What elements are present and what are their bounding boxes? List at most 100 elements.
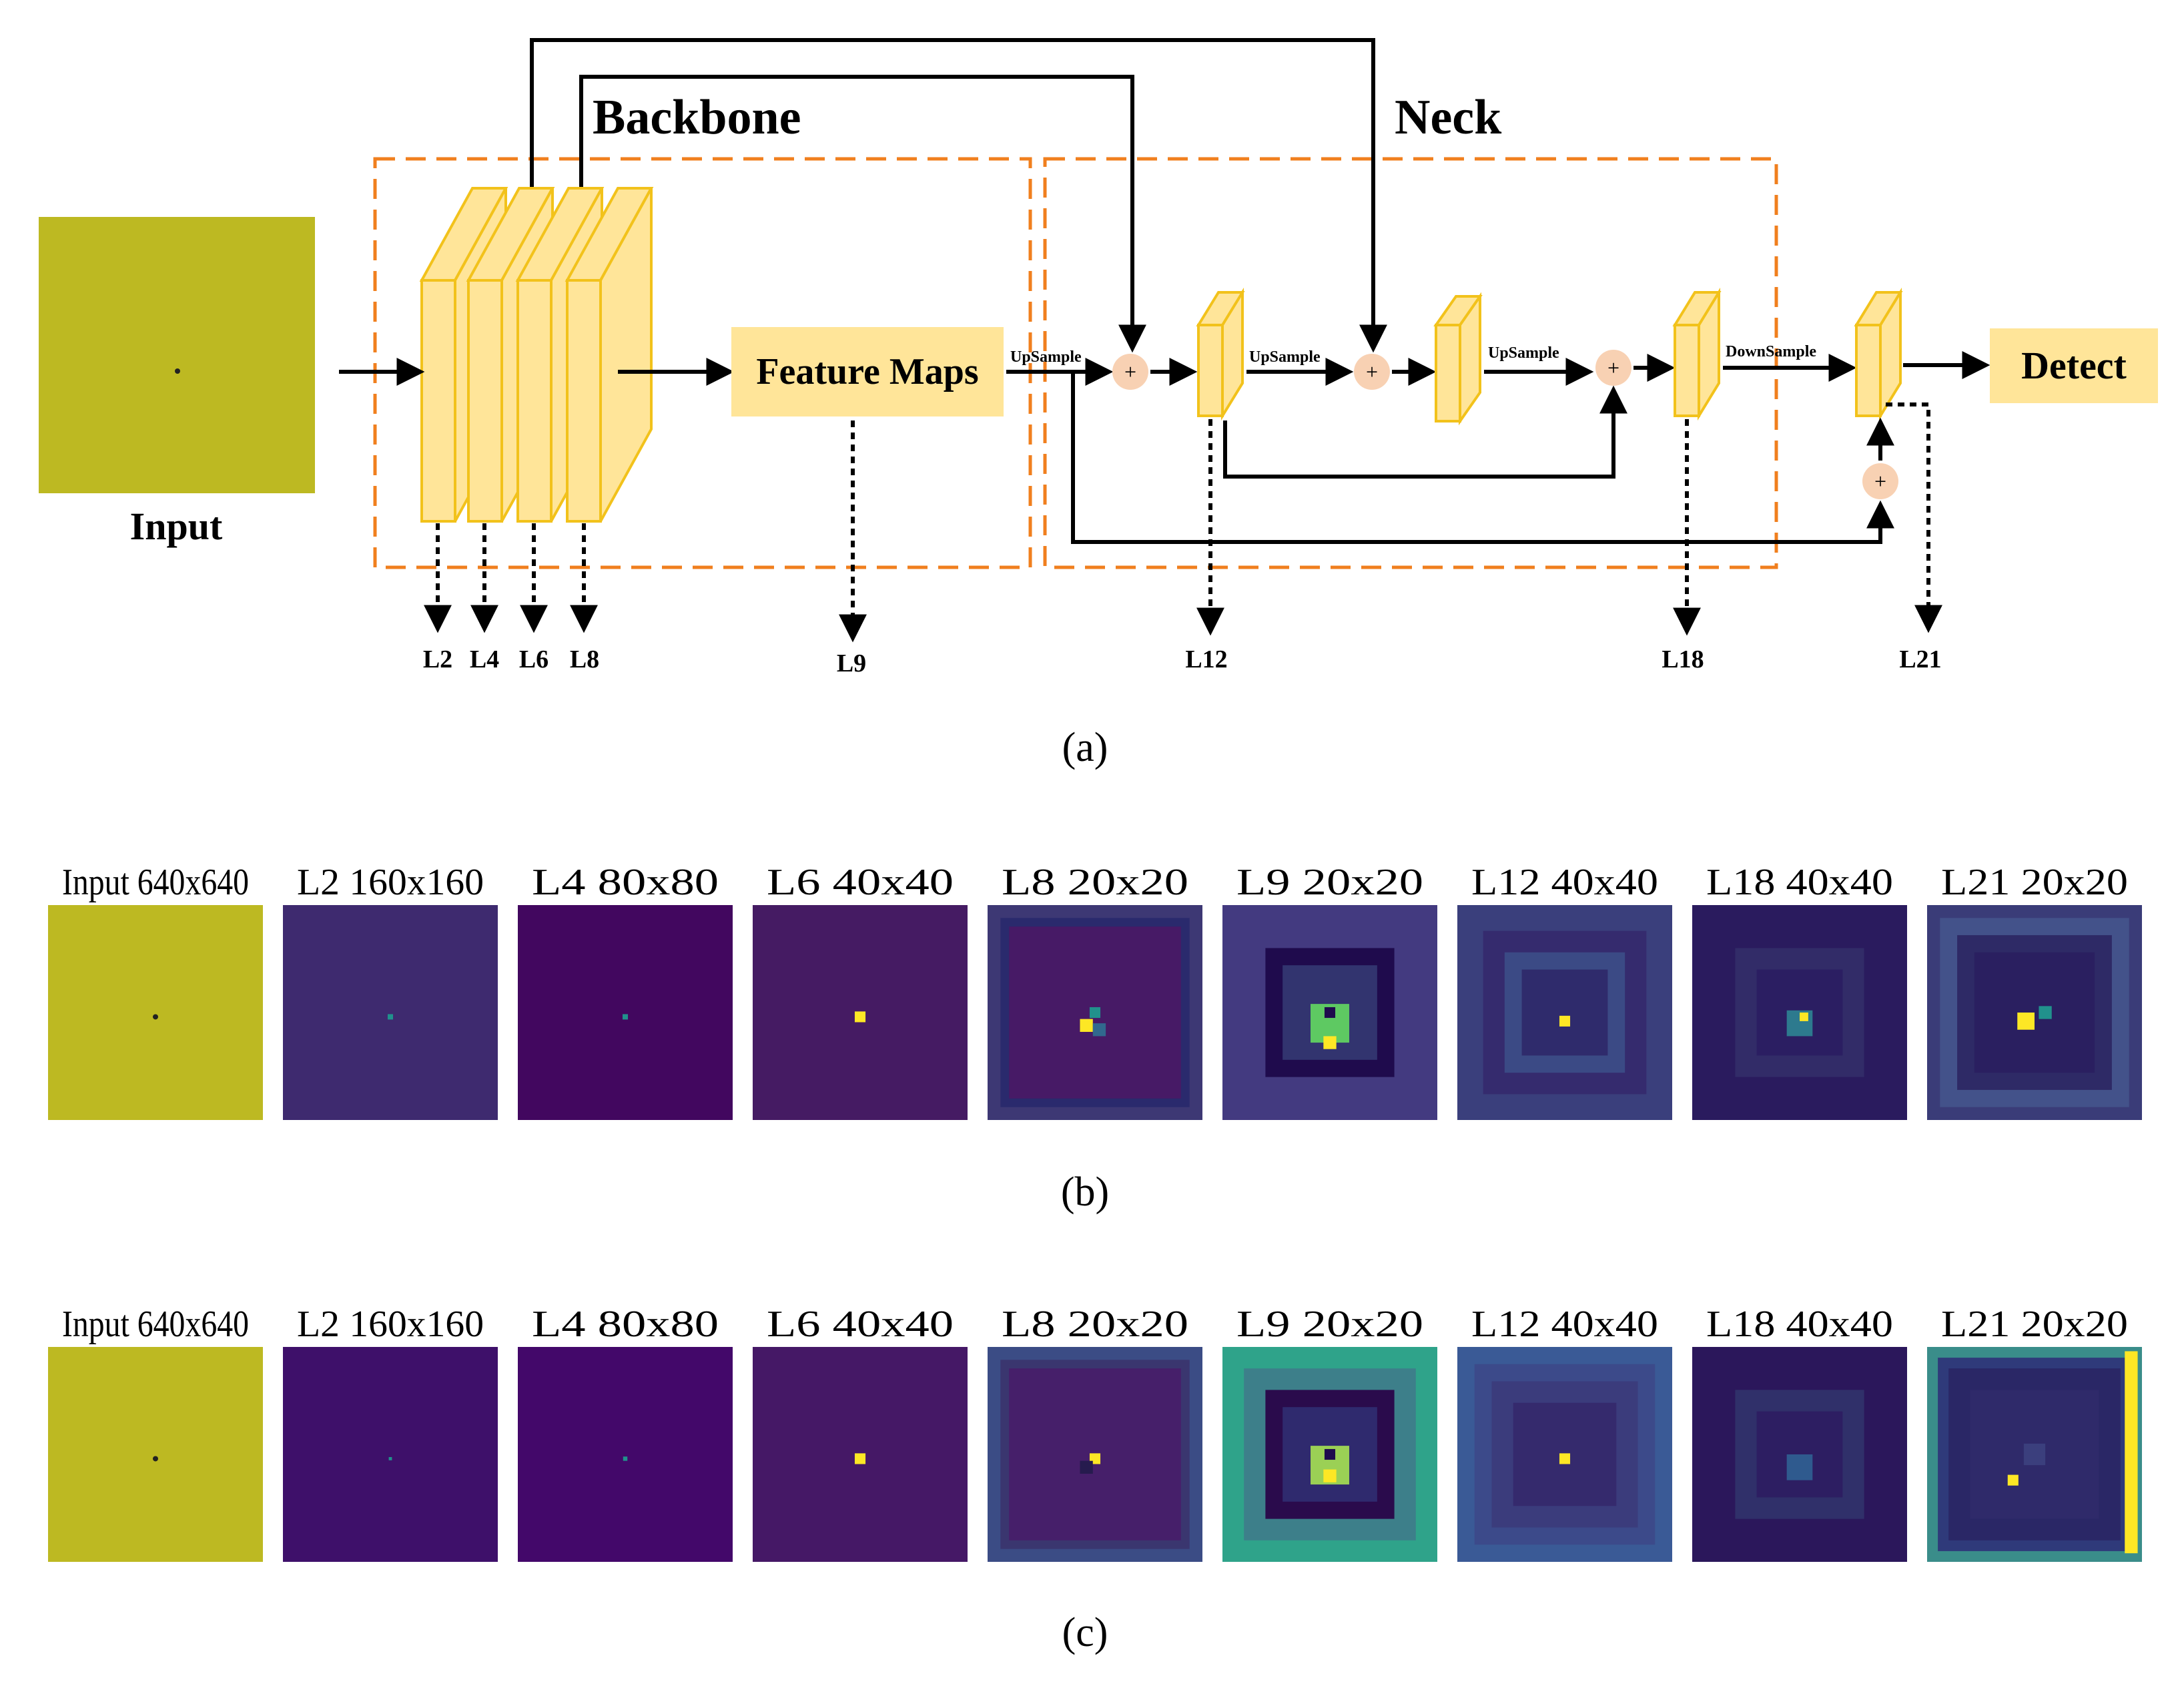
feature-map-label: L18 40x40 xyxy=(1706,862,1893,903)
feature-map-label: L6 40x40 xyxy=(767,1304,954,1345)
plus-node-2: + xyxy=(1354,354,1390,390)
heatmap-background xyxy=(518,905,733,1120)
feature-map-tile: L2 160x160 xyxy=(283,862,498,1120)
heatmap-background xyxy=(283,1347,498,1562)
feature-map-tile: L4 80x80 xyxy=(518,862,733,1120)
svg-text:+: + xyxy=(1607,356,1619,380)
heatmap-activation xyxy=(1323,1036,1337,1049)
feature-map-tile: L9 20x20 xyxy=(1222,862,1437,1120)
feature-map-tile: L12 40x40 xyxy=(1457,862,1672,1120)
lateral-l12-to-plus3 xyxy=(1223,385,1627,479)
heatmap-activation xyxy=(1080,1019,1093,1032)
input-thumbnail xyxy=(48,905,263,1120)
heatmap-activation xyxy=(1089,1007,1101,1019)
upsample-label-2: UpSample xyxy=(1249,348,1321,366)
backbone-block-l8 xyxy=(565,187,654,523)
backbone-blocks xyxy=(419,187,654,523)
feature-map-label: L12 40x40 xyxy=(1471,1304,1658,1345)
feature-maps-box xyxy=(731,327,1004,416)
feature-map-label: L2 160x160 xyxy=(297,1304,484,1345)
feature-map-label: L2 160x160 xyxy=(297,862,484,903)
feature-map-tile: L8 20x20 xyxy=(988,1304,1202,1562)
downsample-label: DownSample xyxy=(1726,343,1816,360)
feature-map-tile: L18 40x40 xyxy=(1692,1304,1907,1562)
heatmap-background xyxy=(518,1347,733,1562)
panel-c-feature-maps: Input 640x640 L2 160x160 L4 80x80 L6 40x40 L… xyxy=(48,1304,2142,1562)
svg-text:+: + xyxy=(1874,469,1886,493)
neck-block-l12 xyxy=(1196,287,1245,421)
feature-map-label: L9 20x20 xyxy=(1236,862,1423,903)
heatmap-activation xyxy=(2023,1443,2046,1466)
feature-map-label: Input 640x640 xyxy=(62,1304,249,1345)
backbone-title: Backbone xyxy=(593,90,801,145)
plus-node-1: + xyxy=(1112,354,1148,390)
upsample-label-1: UpSample xyxy=(1010,348,1082,366)
heatmap-activation xyxy=(1323,1469,1337,1482)
skip-connection-l8-to-neck xyxy=(579,75,1146,353)
feature-map-label: L8 20x20 xyxy=(1002,862,1188,903)
output-label-l2: L2 xyxy=(423,645,452,673)
heatmap-activation xyxy=(622,1014,629,1020)
neck-region xyxy=(1043,157,1778,569)
neck-block-l18 xyxy=(1672,287,1722,421)
plus-node-4: + xyxy=(1862,463,1898,499)
output-label-l8: L8 xyxy=(570,645,599,673)
heatmap-activation xyxy=(2039,1006,2052,1019)
feature-map-tile: L4 80x80 xyxy=(518,1304,733,1562)
feature-map-tile: L6 40x40 xyxy=(753,862,968,1120)
heatmap-activation xyxy=(387,1014,394,1020)
feature-map-label: Input 640x640 xyxy=(62,862,249,903)
layer-output-taps xyxy=(424,402,1942,643)
output-label-l18: L18 xyxy=(1662,645,1704,673)
feature-map-tile: Input 640x640 xyxy=(48,1304,263,1562)
feature-map-label: L4 80x80 xyxy=(532,862,719,903)
feature-maps-label: Feature Maps xyxy=(756,351,978,392)
heatmap-activation xyxy=(854,1011,866,1023)
heatmap-activation xyxy=(1080,1460,1093,1474)
output-label-l12: L12 xyxy=(1185,645,1227,673)
heatmap-activation xyxy=(1559,1015,1571,1027)
upsample-label-3: UpSample xyxy=(1488,344,1559,362)
input-label: Input xyxy=(130,505,223,548)
plus-node-3: + xyxy=(1595,350,1631,386)
heatmap-background xyxy=(283,905,498,1120)
heatmap-activation xyxy=(2007,1474,2019,1486)
feature-map-tile: L8 20x20 xyxy=(988,862,1202,1120)
neck-block-mid xyxy=(1433,292,1483,426)
heatmap-activation xyxy=(1324,1448,1336,1460)
feature-map-tile: L21 20x20 xyxy=(1927,1304,2142,1562)
detect-label: Detect xyxy=(2021,344,2127,387)
feature-map-label: L6 40x40 xyxy=(767,862,954,903)
heatmap-activation xyxy=(1800,1013,1808,1021)
heatmap-activation xyxy=(1324,1007,1336,1019)
input-target-dot xyxy=(153,1014,158,1020)
heatmap-ring xyxy=(1521,969,1608,1056)
output-label-l6: L6 xyxy=(519,645,549,673)
skip-connection-l6-to-neck xyxy=(530,38,1387,353)
feature-map-tile: L2 160x160 xyxy=(283,1304,498,1562)
feature-map-label: L21 20x20 xyxy=(1941,1304,2128,1345)
heatmap-activation xyxy=(1559,1453,1571,1464)
feature-map-tile: L6 40x40 xyxy=(753,1304,968,1562)
feature-map-tile: L18 40x40 xyxy=(1692,862,1907,1120)
feature-map-label: L8 20x20 xyxy=(1002,1304,1188,1345)
heatmap-activation xyxy=(1092,1023,1106,1037)
output-label-l9: L9 xyxy=(837,649,866,677)
heatmap-activation xyxy=(854,1453,866,1464)
feature-map-tile: L12 40x40 xyxy=(1457,1304,1672,1562)
caption-b: (b) xyxy=(1061,1169,1109,1215)
backbone-region xyxy=(373,157,1032,569)
feature-map-tile: L21 20x20 xyxy=(1927,862,2142,1120)
detect-box xyxy=(1990,328,2158,403)
heatmap-activation xyxy=(388,1457,392,1460)
input-thumbnail xyxy=(48,1347,263,1562)
feature-map-label: L21 20x20 xyxy=(1941,862,2128,903)
heatmap-edge-band xyxy=(2125,1351,2138,1554)
svg-text:+: + xyxy=(1366,360,1378,384)
output-label-l21: L21 xyxy=(1899,645,1941,673)
input-image xyxy=(39,217,315,493)
feature-map-label: L12 40x40 xyxy=(1471,862,1658,903)
layer-output-labels: L2 L4 L6 L8 L9 L12 L18 L21 xyxy=(423,645,1942,677)
feature-map-label: L18 40x40 xyxy=(1706,1304,1893,1345)
